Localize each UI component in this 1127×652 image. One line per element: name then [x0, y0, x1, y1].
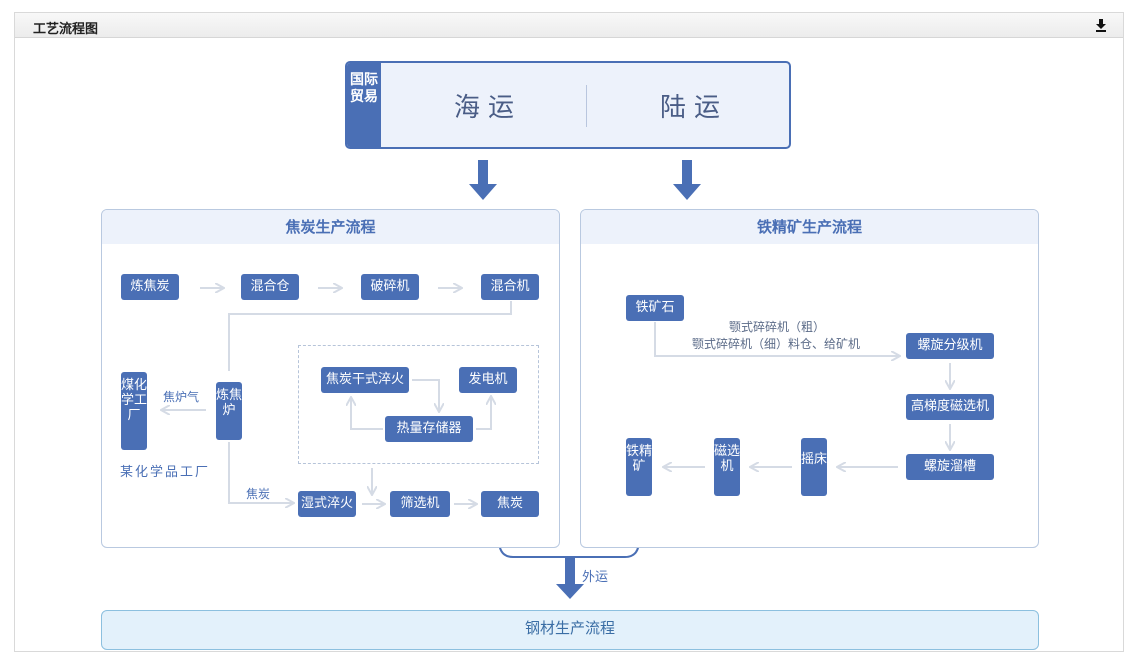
download-icon[interactable]: [1093, 17, 1109, 33]
node-coal-chem-factory[interactable]: 煤化学工厂: [121, 372, 147, 450]
shipping-out-label: 外运: [582, 570, 609, 585]
node-crusher[interactable]: 破碎机: [361, 274, 419, 300]
merge-bracket: [498, 540, 640, 558]
iron-process-panel: 铁精矿生产流程: [580, 209, 1039, 548]
dry-quench-group: [298, 345, 539, 464]
node-dry-quench[interactable]: 焦炭干式淬火: [321, 367, 409, 393]
node-mixing-bin[interactable]: 混合仓: [241, 274, 299, 300]
node-hg-magnetic-separator[interactable]: 高梯度磁选机: [906, 394, 994, 420]
down-arrow-icon: [469, 160, 497, 200]
iron-process-title: 铁精矿生产流程: [581, 210, 1038, 244]
node-mixer[interactable]: 混合机: [481, 274, 539, 300]
node-wet-quench[interactable]: 湿式淬火: [298, 491, 356, 517]
node-iron-concentrate[interactable]: 铁精矿: [626, 438, 652, 496]
node-coke-raw[interactable]: 炼焦炭: [121, 274, 179, 300]
node-spiral-classifier[interactable]: 螺旋分级机: [906, 333, 994, 359]
node-heat-storage[interactable]: 热量存储器: [385, 416, 473, 442]
node-iron-ore[interactable]: 铁矿石: [626, 295, 684, 321]
node-coke-product[interactable]: 焦炭: [481, 491, 539, 517]
node-screener[interactable]: 筛选机: [390, 491, 450, 517]
steel-process-title: 钢材生产流程: [524, 619, 615, 637]
international-trade-box: 国际贸易 海运 陆运: [345, 61, 791, 149]
node-spiral-chute[interactable]: 螺旋溜槽: [906, 454, 994, 480]
node-coke-oven[interactable]: 炼焦炉: [216, 382, 242, 440]
crusher-label-coarse: 颚式碎碎机（粗）: [729, 320, 826, 334]
panel-title: 工艺流程图: [33, 22, 99, 37]
node-shaking-table[interactable]: 摇床: [801, 438, 827, 496]
gas-label: 焦炉气: [163, 390, 200, 404]
shipping-out-arrow-icon: [556, 558, 584, 599]
route-land[interactable]: 陆运: [660, 93, 729, 123]
node-generator[interactable]: 发电机: [459, 367, 517, 393]
route-sea[interactable]: 海运: [454, 93, 523, 123]
coke-label: 焦炭: [246, 487, 271, 501]
crusher-label-fine: 颚式碎碎机（细）料仓、给矿机: [692, 337, 861, 351]
down-arrow-icon: [673, 160, 701, 200]
node-magnetic-separator[interactable]: 磁选机: [714, 438, 740, 496]
factory-name: 某化学品工厂: [120, 465, 211, 480]
panel-header: 工艺流程图: [15, 13, 1123, 38]
coke-process-title: 焦炭生产流程: [102, 210, 559, 244]
trade-divider: [586, 85, 587, 127]
steel-process-panel: 钢材生产流程: [101, 610, 1039, 650]
trade-tag: 国际贸易: [347, 63, 381, 147]
